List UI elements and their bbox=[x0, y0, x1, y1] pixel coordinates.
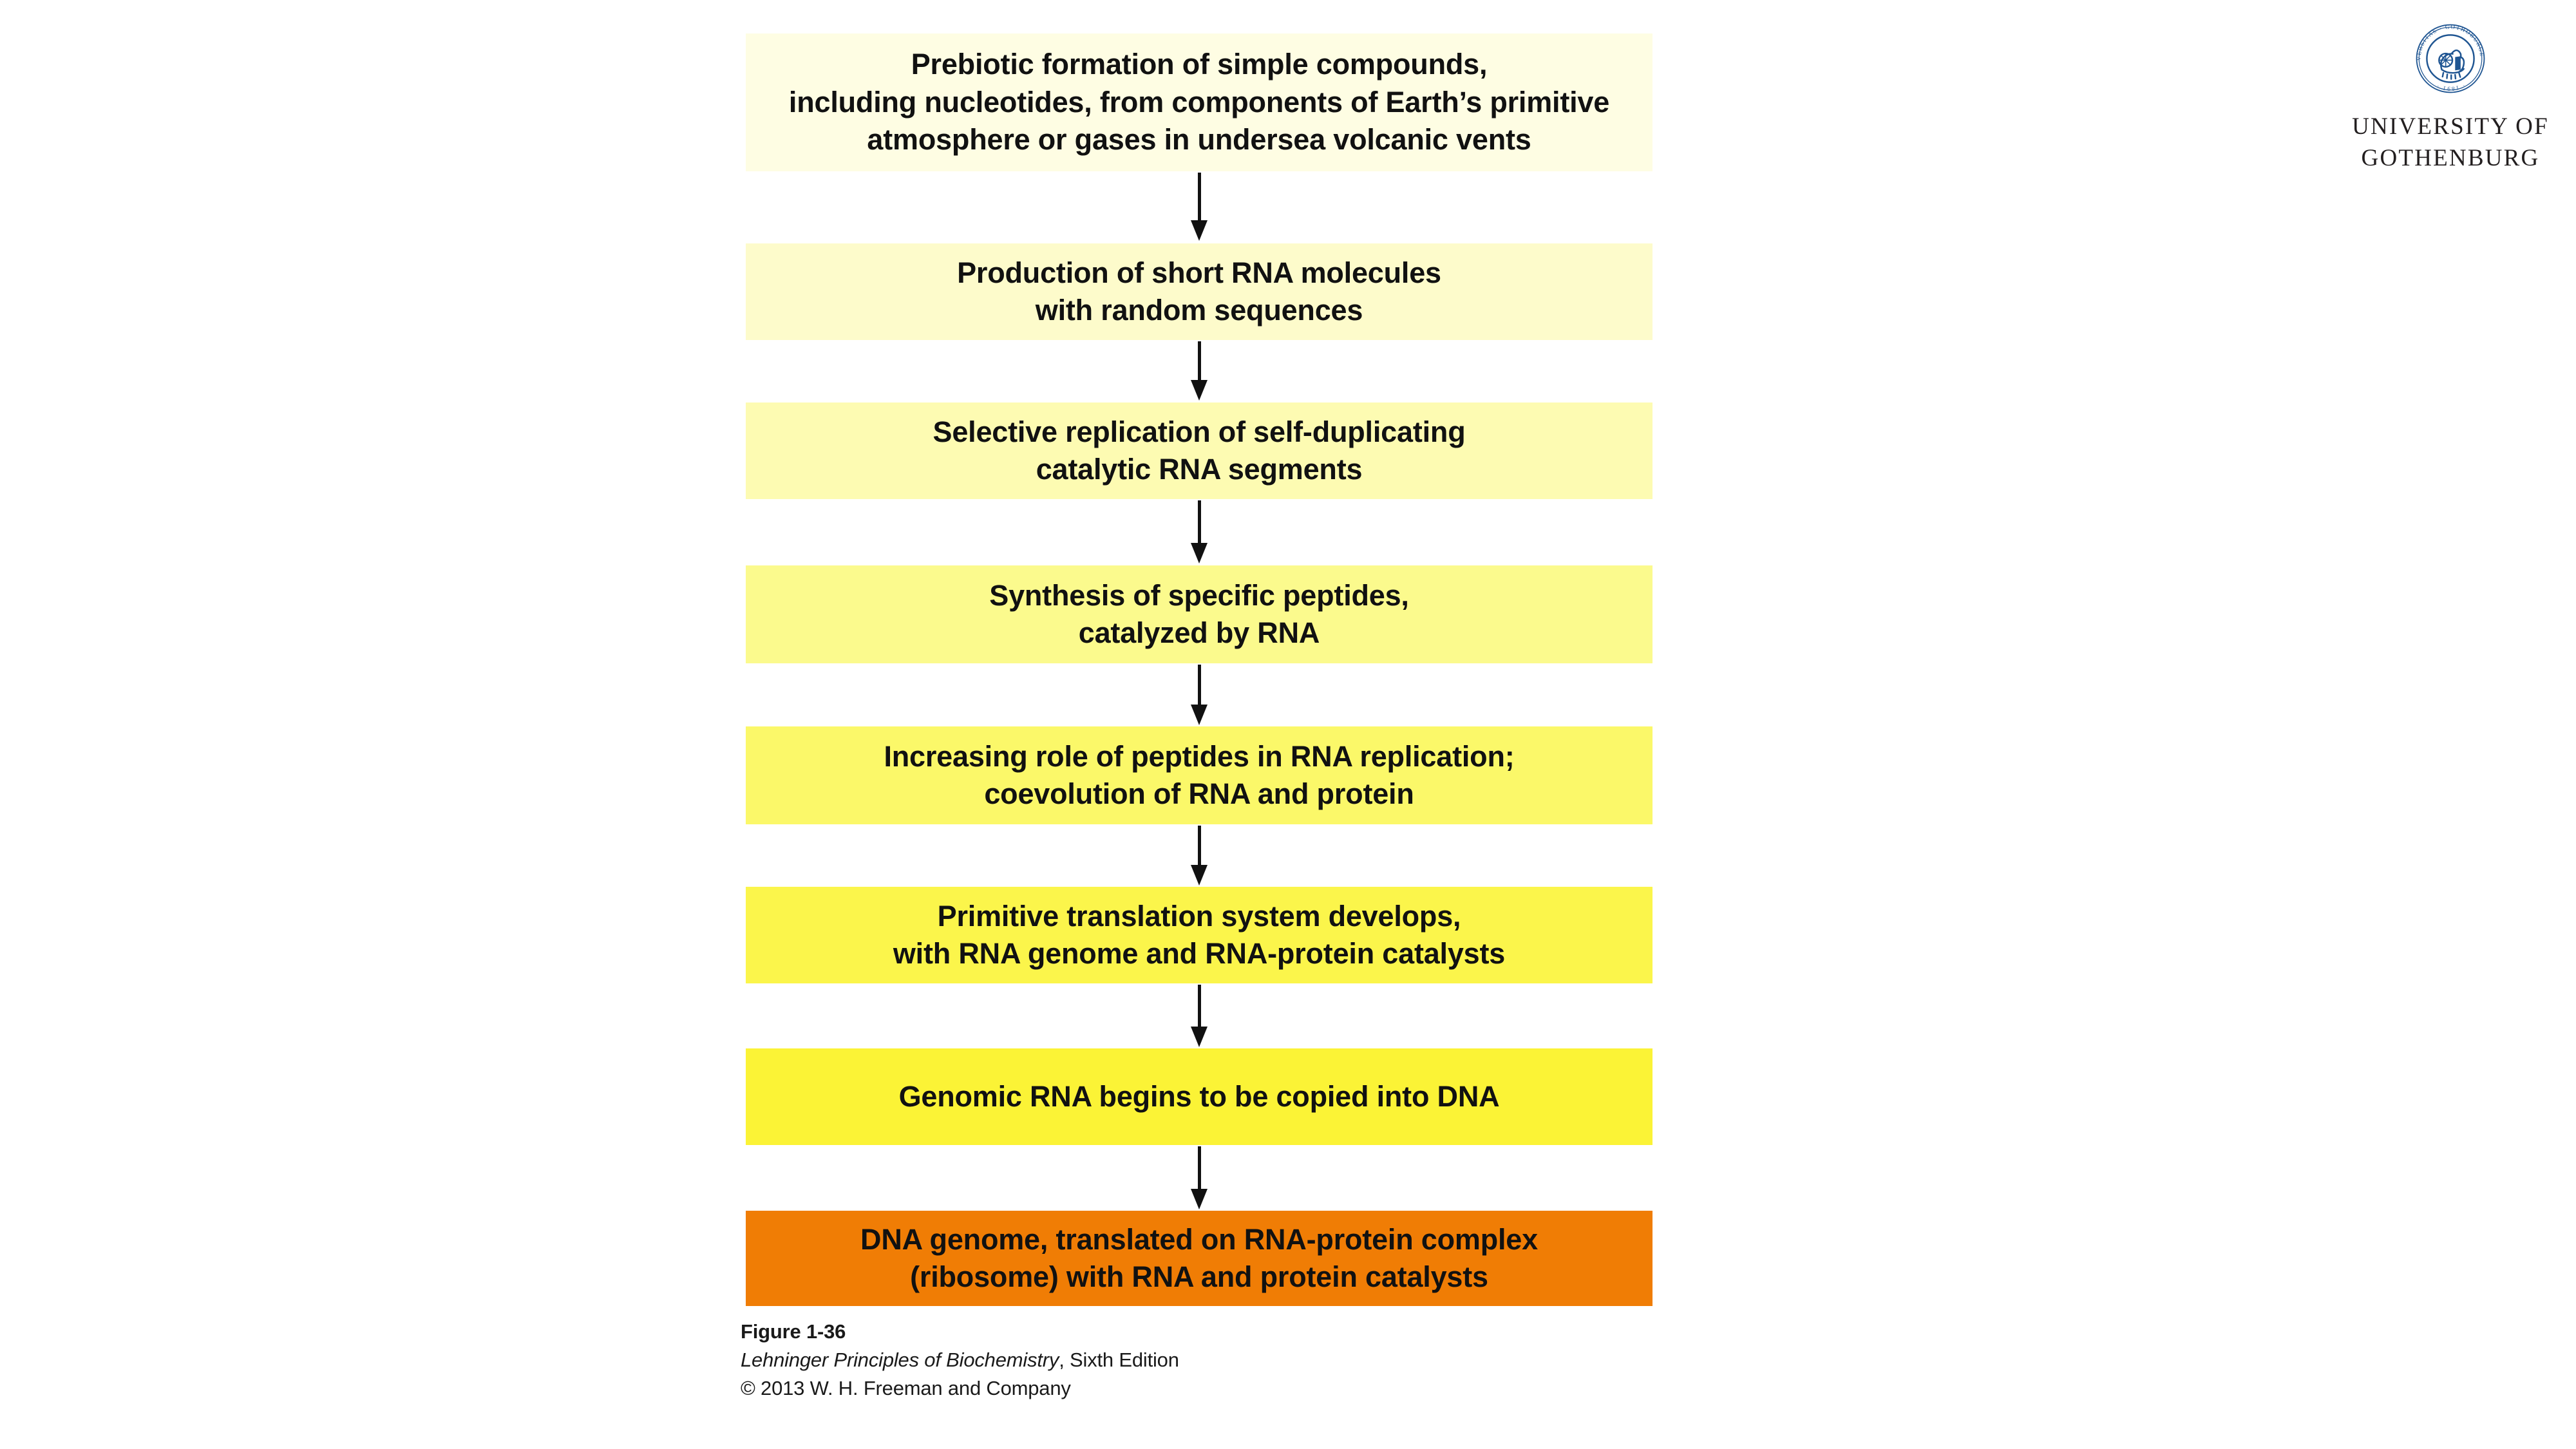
flow-step-dna-genome-ribosome: DNA genome, translated on RNA-protein co… bbox=[746, 1211, 1653, 1306]
copyright-notice: © 2013 W. H. Freeman and Company bbox=[741, 1377, 1071, 1400]
flow-arrow-6 bbox=[1186, 985, 1212, 1047]
flow-step-line: Primitive translation system develops, bbox=[937, 899, 1461, 933]
figure-caption: Figure 1-36 Lehninger Principles of Bioc… bbox=[741, 1318, 1642, 1403]
flow-step-line: Genomic RNA begins to be copied into DNA bbox=[898, 1079, 1500, 1113]
flow-step-short-rna-production: Production of short RNA molecules with r… bbox=[746, 243, 1653, 340]
flow-step-rna-copied-to-dna: Genomic RNA begins to be copied into DNA bbox=[746, 1048, 1653, 1145]
arrow-head-icon bbox=[1191, 705, 1208, 725]
university-logo: UNIVERSITAS · GOTHOBURGENSIS · 1891 · UN… bbox=[2344, 14, 2557, 174]
arrow-head-icon bbox=[1191, 220, 1208, 241]
university-seal-icon: UNIVERSITAS · GOTHOBURGENSIS · 1891 · bbox=[2409, 14, 2490, 98]
flow-step-line: DNA genome, translated on RNA-protein co… bbox=[860, 1222, 1538, 1256]
flow-step-selective-replication: Selective replication of self-duplicatin… bbox=[746, 402, 1653, 499]
arrow-shaft bbox=[1198, 1146, 1201, 1189]
arrow-head-icon bbox=[1191, 1189, 1208, 1209]
flow-step-line: catalyzed by RNA bbox=[1078, 616, 1320, 649]
flow-arrow-3 bbox=[1186, 500, 1212, 564]
flow-step-line: (ribosome) with RNA and protein catalyst… bbox=[910, 1260, 1488, 1293]
flow-arrow-2 bbox=[1186, 341, 1212, 401]
flow-arrow-4 bbox=[1186, 665, 1212, 725]
flow-step-line: catalytic RNA segments bbox=[1036, 453, 1363, 486]
book-edition: , Sixth Edition bbox=[1059, 1349, 1179, 1372]
arrow-head-icon bbox=[1191, 543, 1208, 564]
arrow-shaft bbox=[1198, 985, 1201, 1027]
arrow-head-icon bbox=[1191, 380, 1208, 401]
arrow-shaft bbox=[1198, 665, 1201, 705]
arrow-shaft bbox=[1198, 173, 1201, 220]
flow-step-line: Synthesis of specific peptides, bbox=[989, 578, 1409, 612]
flow-step-line: Prebiotic formation of simple compounds, bbox=[911, 48, 1488, 81]
flow-arrow-1 bbox=[1186, 173, 1212, 241]
wordmark-line-1: UNIVERSITY OF bbox=[2352, 113, 2549, 140]
arrow-head-icon bbox=[1191, 865, 1208, 886]
flow-step-primitive-translation: Primitive translation system develops, w… bbox=[746, 887, 1653, 983]
flow-step-line: Increasing role of peptides in RNA repli… bbox=[884, 739, 1515, 773]
arrow-head-icon bbox=[1191, 1027, 1208, 1047]
flowchart: Prebiotic formation of simple compounds,… bbox=[746, 0, 1653, 1314]
flow-step-line: with random sequences bbox=[1035, 294, 1363, 327]
book-title: Lehninger Principles of Biochemistry bbox=[741, 1349, 1059, 1372]
flow-step-line: atmosphere or gases in undersea volcanic… bbox=[867, 123, 1531, 156]
flow-step-prebiotic-formation: Prebiotic formation of simple compounds,… bbox=[746, 33, 1653, 171]
flow-step-line: Selective replication of self-duplicatin… bbox=[933, 415, 1466, 448]
flow-step-rna-protein-coevolution: Increasing role of peptides in RNA repli… bbox=[746, 726, 1653, 824]
wordmark-line-2: GOTHENBURG bbox=[2361, 145, 2540, 172]
flow-step-line: coevolution of RNA and protein bbox=[984, 777, 1414, 810]
flow-step-line: Production of short RNA molecules bbox=[957, 256, 1441, 289]
svg-text:· 1891 ·: · 1891 · bbox=[2435, 82, 2467, 92]
figure-source-book: Lehninger Principles of Biochemistry, Si… bbox=[741, 1346, 1642, 1374]
university-wordmark: UNIVERSITY OF GOTHENBURG bbox=[2352, 111, 2549, 174]
flow-step-line: with RNA genome and RNA-protein catalyst… bbox=[893, 937, 1506, 970]
flow-step-peptide-synthesis: Synthesis of specific peptides, catalyze… bbox=[746, 565, 1653, 663]
flow-step-line: including nucleotides, from components o… bbox=[788, 85, 1610, 118]
flow-arrow-5 bbox=[1186, 826, 1212, 886]
arrow-shaft bbox=[1198, 341, 1201, 380]
figure-number: Figure 1-36 bbox=[741, 1320, 846, 1343]
arrow-shaft bbox=[1198, 826, 1201, 865]
flow-arrow-7 bbox=[1186, 1146, 1212, 1209]
arrow-shaft bbox=[1198, 500, 1201, 543]
